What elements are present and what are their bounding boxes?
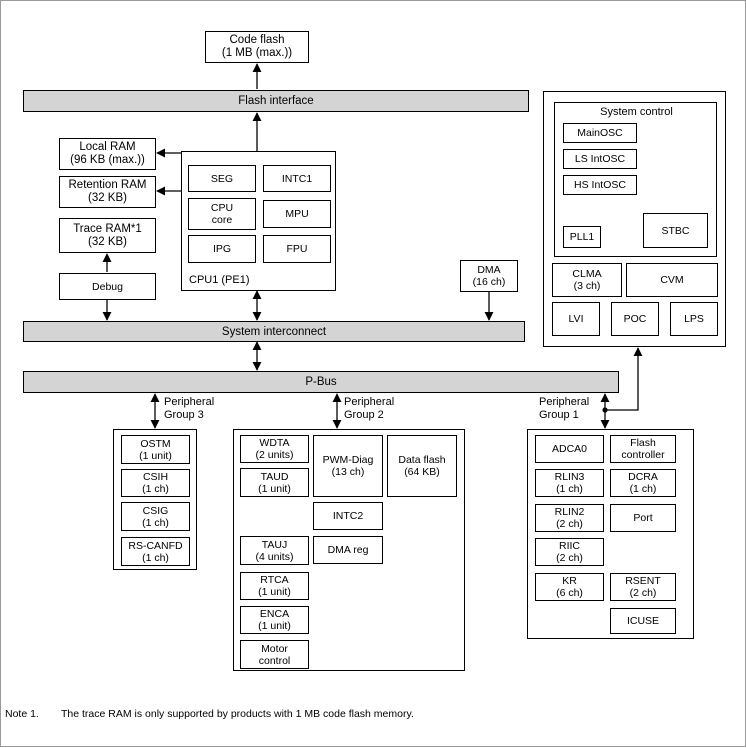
tauj-block: TAUJ (4 units) [240,536,309,565]
intc1-block: INTC1 [263,165,331,192]
cpu-core-block: CPU core [188,198,256,230]
peripheral-group-1-label: Peripheral Group 1 [539,396,590,421]
data-flash-block: Data flash (64 KB) [387,435,457,497]
seg-block: SEG [188,165,256,192]
note-text: The trace RAM is only supported by produ… [61,708,414,720]
cpu1-label: CPU1 (PE1) [189,274,250,286]
peripheral-group-3: OSTM (1 unit) CSIH (1 ch) CSIG (1 ch) RS… [113,429,197,570]
dcra-block: DCRA (1 ch) [610,469,676,497]
hs-intosc-block: HS IntOSC [563,175,637,195]
dma-block: DMA (16 ch) [460,260,518,292]
trace-ram-block: Trace RAM*1 (32 KB) [59,218,156,253]
csih-block: CSIH (1 ch) [121,469,190,497]
flash-controller-block: Flash controller [610,435,676,463]
lps-block: LPS [670,302,718,336]
system-interconnect-bus: System interconnect [23,321,525,342]
poc-block: POC [611,302,659,336]
rsent-block: RSENT (2 ch) [610,573,676,601]
system-control-block: System control MainOSC LS IntOSC HS IntO… [554,102,717,257]
p-bus: P-Bus [23,371,619,393]
rs-canfd-block: RS-CANFD (1 ch) [121,537,190,566]
peripheral-group-3-label: Peripheral Group 3 [164,396,215,421]
enca-block: ENCA (1 unit) [240,606,309,634]
local-ram-block: Local RAM (96 KB (max.)) [59,138,156,170]
ipg-block: IPG [188,235,256,263]
clma-block: CLMA (3 ch) [552,263,622,297]
system-control-frame: System control MainOSC LS IntOSC HS IntO… [543,91,726,347]
taud-block: TAUD (1 unit) [240,468,309,497]
code-flash-block: Code flash (1 MB (max.)) [205,31,309,63]
csig-block: CSIG (1 ch) [121,502,190,531]
retention-ram-block: Retention RAM (32 KB) [59,176,156,208]
port-block: Port [610,504,676,532]
rtca-block: RTCA (1 unit) [240,572,309,600]
riic-block: RIIC (2 ch) [535,538,604,566]
kr-block: KR (6 ch) [535,573,604,601]
cpu1-block: SEG INTC1 CPU core MPU IPG FPU CPU1 (PE1… [181,151,336,291]
wdta-block: WDTA (2 units) [240,435,309,463]
stbc-block: STBC [643,213,708,248]
motor-control-block: Motor control [240,640,309,669]
lvi-block: LVI [552,302,600,336]
mpu-block: MPU [263,200,331,228]
pll1-block: PLL1 [563,226,601,248]
pwm-diag-block: PWM-Diag (13 ch) [313,435,383,497]
adca0-block: ADCA0 [535,435,604,463]
note-label: Note 1. [5,708,39,720]
rlin2-block: RLIN2 (2 ch) [535,504,604,532]
icuse-block: ICUSE [610,608,676,634]
peripheral-group-2-label: Peripheral Group 2 [344,396,395,421]
fpu-block: FPU [263,235,331,263]
cvm-block: CVM [626,263,718,297]
intc2-block: INTC2 [313,502,383,530]
system-control-title: System control [600,106,673,118]
ls-intosc-block: LS IntOSC [563,149,637,169]
debug-block: Debug [59,273,156,300]
ostm-block: OSTM (1 unit) [121,435,190,464]
mainosc-block: MainOSC [563,123,637,143]
rlin3-block: RLIN3 (1 ch) [535,469,604,497]
dma-reg-block: DMA reg [313,536,383,564]
peripheral-group-2: WDTA (2 units) TAUD (1 unit) PWM-Diag (1… [233,429,465,671]
peripheral-group-1: ADCA0 Flash controller RLIN3 (1 ch) DCRA… [527,429,694,639]
flash-interface-bus: Flash interface [23,90,529,112]
